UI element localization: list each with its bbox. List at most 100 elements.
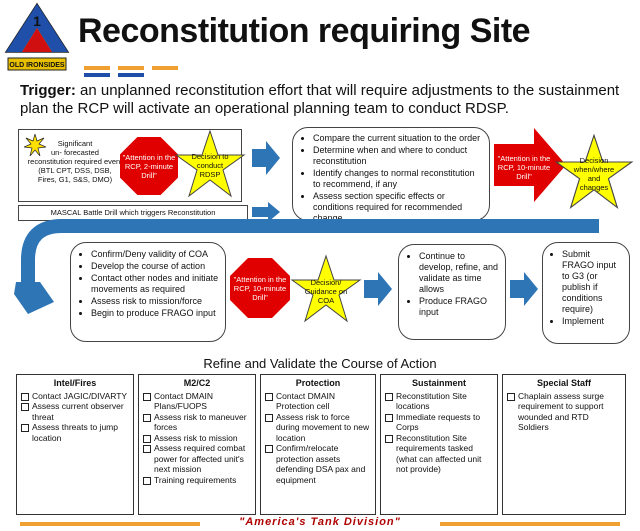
checkbox-icon bbox=[143, 445, 151, 453]
list-item: Assess section specific effects or condi… bbox=[313, 191, 483, 224]
header-dash bbox=[118, 73, 144, 77]
header-dash bbox=[84, 73, 110, 77]
staff-column-sustainment: Sustainment Reconstitution Site location… bbox=[380, 374, 498, 515]
item-text: Training requirements bbox=[154, 474, 237, 485]
list-item: Develop the course of action bbox=[91, 261, 219, 272]
attention-drill-octagon: "Attention in the RCP, 2-minute Drill" bbox=[120, 137, 178, 195]
checkbox-item: Immediate requests to Corps bbox=[385, 412, 493, 433]
checkbox-item: Assess required combat power for affecte… bbox=[143, 443, 251, 475]
list-item: Confirm/Deny validity of COA bbox=[91, 249, 219, 260]
list-item: Compare the current situation to the ord… bbox=[313, 133, 483, 144]
event-line: reconstitution required event bbox=[27, 157, 123, 166]
header-dash bbox=[152, 66, 178, 70]
checkbox-icon bbox=[143, 476, 151, 485]
item-text: Confirm/relocate protection assets defen… bbox=[276, 443, 366, 485]
coa-list: Confirm/Deny validity of COA Develop the… bbox=[77, 249, 219, 319]
checkbox-item: Assess threats to jump location bbox=[21, 422, 129, 443]
checkbox-icon bbox=[507, 392, 515, 401]
checkbox-icon bbox=[143, 434, 151, 443]
checkbox-item: Contact DMAIN Plans/FUOPS bbox=[143, 391, 251, 412]
checkbox-icon bbox=[265, 392, 273, 401]
list-item: Implement bbox=[562, 316, 624, 327]
trigger-text: an unplanned reconstitution effort that … bbox=[20, 82, 620, 117]
item-text: Assess required combat power for affecte… bbox=[154, 443, 246, 474]
decision-star bbox=[290, 254, 362, 323]
refine-box: Continue to develop, refine, and validat… bbox=[398, 244, 506, 340]
item-text: Contact DMAIN Protection cell bbox=[276, 390, 336, 412]
octagon-text: "Attention in the RCP, 10-minute Drill" bbox=[233, 274, 287, 302]
checkbox-item: Assess risk to maneuver forces bbox=[143, 412, 251, 433]
event-line: Significant bbox=[57, 139, 93, 148]
checkbox-icon bbox=[265, 445, 273, 453]
footer-dash bbox=[20, 522, 200, 526]
submit-list: Submit FRAGO input to G3 (or publish if … bbox=[548, 249, 624, 327]
event-line: un- forecasted bbox=[51, 148, 99, 157]
header-dash bbox=[118, 66, 144, 70]
column-title: Protection bbox=[295, 378, 341, 388]
checkbox-icon bbox=[385, 392, 393, 401]
column-title: Special Staff bbox=[536, 378, 592, 388]
item-text: Chaplain assess surge requirement to sup… bbox=[518, 390, 604, 433]
checkbox-item: Chaplain assess surge requirement to sup… bbox=[507, 391, 621, 433]
checkbox-icon bbox=[385, 413, 393, 422]
analysis-list: Compare the current situation to the ord… bbox=[299, 133, 483, 224]
event-line: (BTL CPT, DSS, DSB, bbox=[38, 166, 112, 175]
flow-arrow-icon bbox=[364, 272, 392, 306]
item-text: Assess risk to force during movement to … bbox=[276, 411, 370, 443]
item-text: Immediate requests to Corps bbox=[396, 411, 481, 433]
list-item: Determine when and where to conduct reco… bbox=[313, 145, 483, 167]
checkbox-item: Confirm/relocate protection assets defen… bbox=[265, 443, 371, 485]
submit-box: Submit FRAGO input to G3 (or publish if … bbox=[542, 242, 630, 344]
patch-tab-text: OLD IRONSIDES bbox=[9, 62, 65, 69]
flow-arrow-icon bbox=[510, 272, 538, 306]
patch-number: 1 bbox=[33, 13, 41, 29]
trigger-label: Trigger: bbox=[20, 82, 76, 99]
list-item: Produce FRAGO input bbox=[419, 296, 499, 318]
checkbox-icon bbox=[21, 392, 29, 401]
red-arrow-text: "Attention in the RCP, 10-minute Drill" bbox=[497, 154, 551, 181]
octagon-text: "Attention in the RCP, 2-minute Drill" bbox=[122, 152, 176, 180]
checkbox-item: Assess current observer threat bbox=[21, 401, 129, 422]
checkbox-item: Contact DMAIN Protection cell bbox=[265, 391, 371, 412]
red-arrow-icon bbox=[494, 128, 566, 202]
item-text: Assess risk to mission bbox=[154, 432, 238, 443]
analysis-box: Compare the current situation to the ord… bbox=[292, 127, 490, 224]
list-item: Begin to produce FRAGO input bbox=[91, 308, 219, 319]
column-title: Sustainment bbox=[411, 378, 466, 388]
list-item: Contact other nodes and initiate movemen… bbox=[91, 273, 219, 295]
checkbox-icon bbox=[385, 434, 393, 443]
return-arrow-icon bbox=[14, 219, 599, 314]
checkbox-icon bbox=[265, 413, 273, 422]
checkbox-item: Assess risk to mission bbox=[143, 433, 251, 444]
column-title: M2/C2 bbox=[183, 378, 211, 388]
checkbox-item: Reconstitution Site locations bbox=[385, 391, 493, 412]
list-item: Continue to develop, refine, and validat… bbox=[419, 251, 499, 295]
decision-star-text: Decision/ Guidance on COA bbox=[304, 277, 348, 305]
staff-column-special-staff: Special Staff Chaplain assess surge requ… bbox=[502, 374, 626, 515]
decision-star-text: Decision when/where and changes bbox=[573, 156, 615, 192]
footer-dash bbox=[440, 522, 620, 526]
footer-slogan: "America's Tank Division" bbox=[239, 516, 401, 528]
trigger-statement: Trigger: an unplanned reconstitution eff… bbox=[20, 82, 620, 118]
list-item: Assess risk to mission/force bbox=[91, 296, 219, 307]
item-text: Assess current observer threat bbox=[32, 401, 124, 422]
item-text: Contact JAGIC/DIVARTY bbox=[32, 390, 128, 401]
checkbox-item: Training requirements bbox=[143, 475, 251, 486]
item-text: Reconstitution Site requirements tasked … bbox=[396, 432, 482, 475]
checkbox-icon bbox=[143, 413, 151, 422]
checkbox-item: Assess risk to force during movement to … bbox=[265, 412, 371, 444]
checkbox-icon bbox=[143, 392, 151, 401]
checkbox-item: Contact JAGIC/DIVARTY bbox=[21, 391, 129, 402]
explosion-icon bbox=[24, 134, 46, 156]
list-item: Identify changes to normal reconstitutio… bbox=[313, 168, 483, 190]
decision-star bbox=[554, 133, 634, 210]
section-title: Refine and Validate the Course of Action bbox=[203, 356, 437, 371]
column-title: Intel/Fires bbox=[53, 378, 97, 388]
event-line: Fires, G1, S&S, DMO) bbox=[37, 175, 113, 184]
checkbox-icon bbox=[21, 403, 29, 411]
staff-column-protection: Protection Contact DMAIN Protection cell… bbox=[260, 374, 376, 515]
coa-box: Confirm/Deny validity of COA Develop the… bbox=[70, 242, 226, 342]
staff-column-intel: Intel/Fires Contact JAGIC/DIVARTY Assess… bbox=[16, 374, 134, 515]
decision-star bbox=[174, 129, 246, 198]
header-dash bbox=[84, 66, 110, 70]
